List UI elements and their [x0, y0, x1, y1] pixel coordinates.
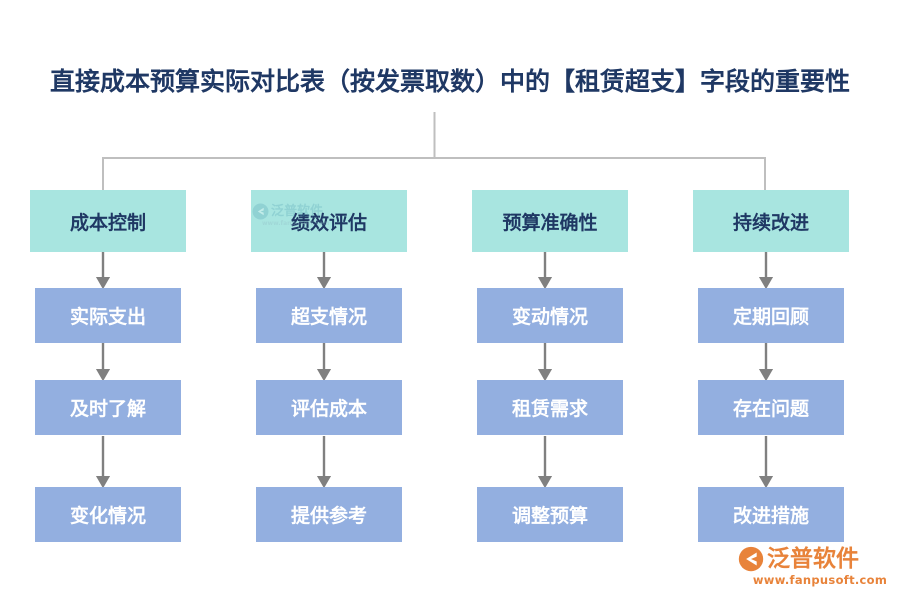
step-box-4-2[interactable]: 存在问题 [698, 380, 844, 435]
brand-logo: 泛普软件 www.fanpusoft.com [738, 546, 888, 592]
step-box-1-1[interactable]: 实际支出 [35, 288, 181, 343]
page-title: 直接成本预算实际对比表（按发票取数）中的【租赁超支】字段的重要性 [49, 67, 850, 96]
head-box-label: 成本控制 [69, 211, 146, 234]
head-box-budget-accuracy[interactable]: 预算准确性 [472, 190, 628, 252]
step-box-label: 调整预算 [511, 505, 588, 527]
step-box-label: 及时了解 [69, 398, 146, 420]
step-box-3-2[interactable]: 租赁需求 [477, 380, 623, 435]
step-box-label: 评估成本 [290, 398, 367, 420]
head-box-label: 预算准确性 [502, 211, 598, 234]
head-box-cost-control[interactable]: 成本控制 [30, 190, 186, 252]
step-box-label: 改进措施 [732, 505, 809, 527]
step-box-label: 变化情况 [69, 505, 146, 527]
step-box-3-1[interactable]: 变动情况 [477, 288, 623, 343]
step-box-2-1[interactable]: 超支情况 [256, 288, 402, 343]
head-box-performance-evaluation[interactable]: 绩效评估 [251, 190, 407, 252]
step-box-label: 租赁需求 [511, 398, 588, 420]
head-box-continuous-improvement[interactable]: 持续改进 [693, 190, 849, 252]
step-box-label: 实际支出 [69, 306, 146, 328]
head-box-label: 绩效评估 [290, 211, 367, 234]
step-box-3-3[interactable]: 调整预算 [477, 487, 623, 542]
fanpu-logo-icon [738, 546, 764, 572]
step-box-1-2[interactable]: 及时了解 [35, 380, 181, 435]
step-box-label: 提供参考 [290, 505, 367, 527]
step-box-4-1[interactable]: 定期回顾 [698, 288, 844, 343]
step-box-label: 变动情况 [511, 306, 588, 328]
step-box-label: 存在问题 [732, 398, 809, 420]
step-box-label: 超支情况 [290, 306, 367, 328]
head-box-label: 持续改进 [732, 211, 809, 234]
step-box-2-3[interactable]: 提供参考 [256, 487, 402, 542]
step-box-2-2[interactable]: 评估成本 [256, 380, 402, 435]
step-box-label: 定期回顾 [732, 306, 809, 328]
logo-url: www.fanpusoft.com [752, 573, 888, 587]
logo-name: 泛普软件 [767, 545, 859, 572]
step-box-4-3[interactable]: 改进措施 [698, 487, 844, 542]
step-box-1-3[interactable]: 变化情况 [35, 487, 181, 542]
